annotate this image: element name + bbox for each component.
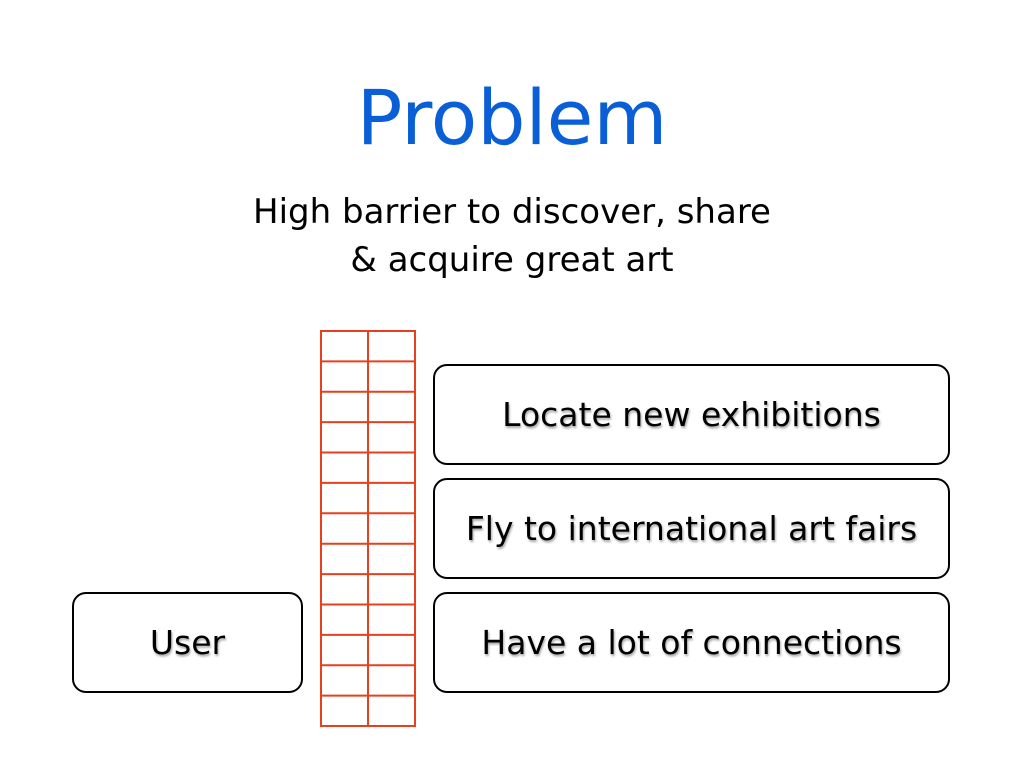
user-label: User	[149, 623, 226, 662]
user-box: User	[72, 592, 303, 693]
step-label: Fly to international art fairs	[465, 509, 918, 548]
brick-wall-icon	[320, 330, 416, 727]
subtitle-line-2: & acquire great art	[350, 240, 674, 280]
slide-subtitle: High barrier to discover, share & acquir…	[0, 188, 1024, 284]
step-label: Have a lot of connections	[481, 623, 902, 662]
step-box-locate-exhibitions: Locate new exhibitions	[433, 364, 950, 465]
step-box-have-connections: Have a lot of connections	[433, 592, 950, 693]
step-box-fly-to-art-fairs: Fly to international art fairs	[433, 478, 950, 579]
step-label: Locate new exhibitions	[502, 395, 881, 434]
subtitle-line-1: High barrier to discover, share	[253, 192, 771, 232]
slide-title: Problem	[356, 73, 668, 162]
